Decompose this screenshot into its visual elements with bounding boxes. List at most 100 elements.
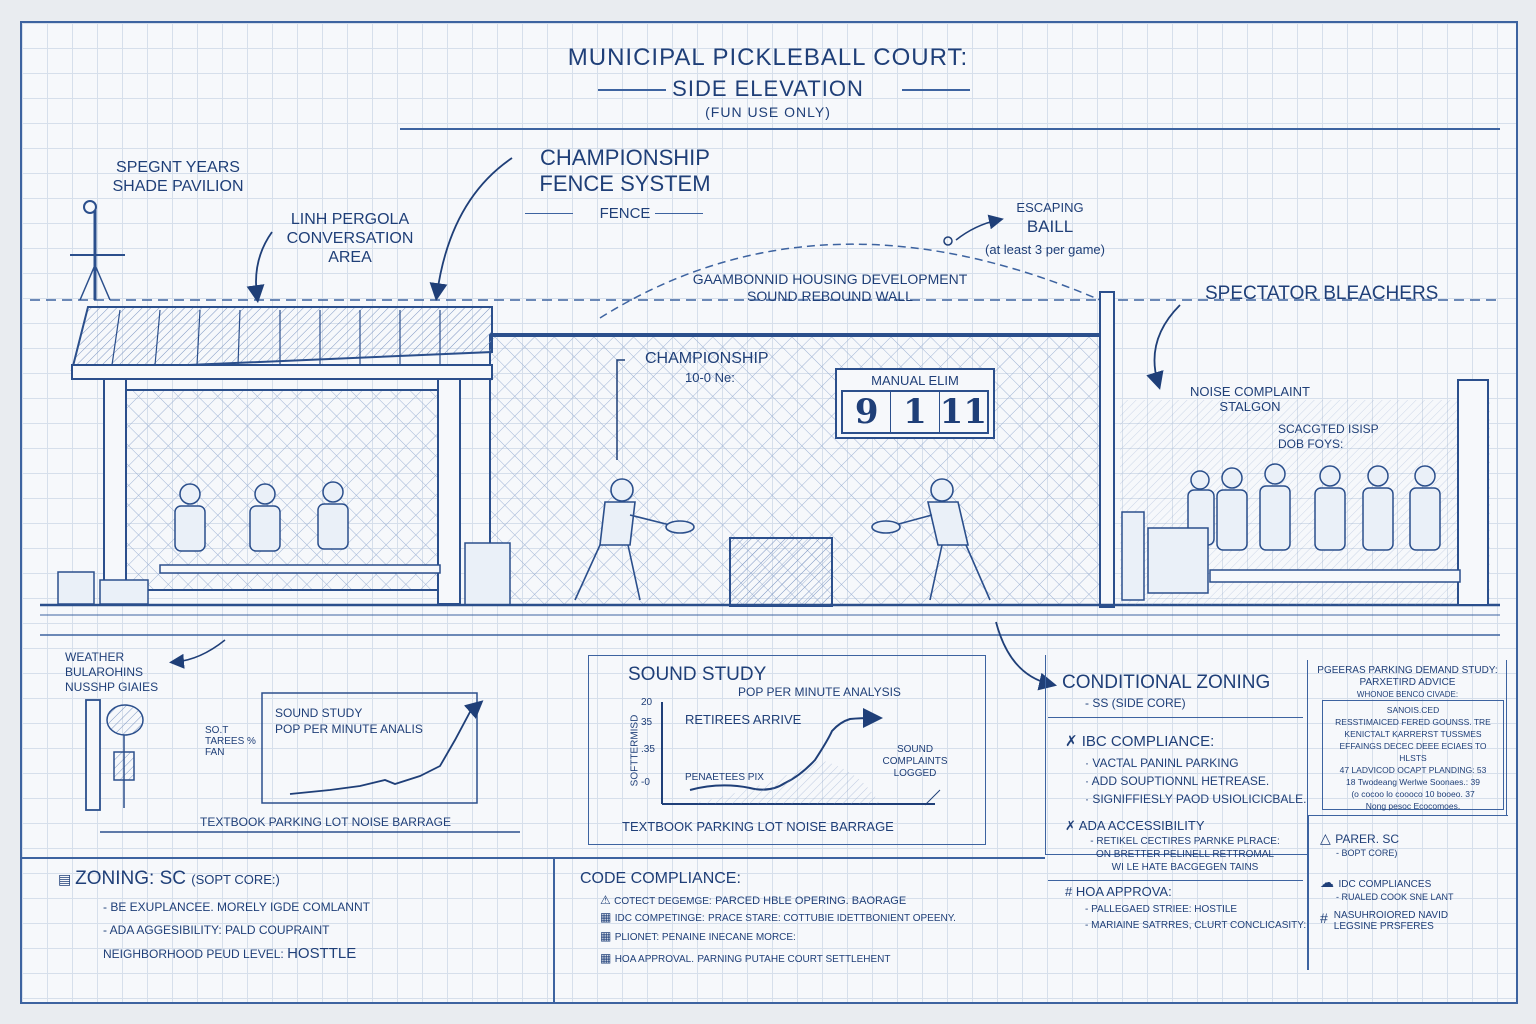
legend-item-sub: - RUALED COOK SNE LANT <box>1336 892 1454 902</box>
zoning-notes-title-note: (SOPT CORE:) <box>191 872 280 887</box>
parking-study-line2: PARXETIRD ADVICE <box>1359 677 1456 688</box>
score-away: 11 <box>939 392 987 432</box>
noise-station-line2: STALGON <box>1219 399 1281 414</box>
ibc-compliance-title: ✗ IBC COMPLIANCE: <box>1065 732 1214 750</box>
legend-item: △ PARER. SC - BOPT CORE) <box>1320 830 1500 858</box>
championship-label: CHAMPIONSHIP <box>645 350 769 367</box>
page-title: MUNICIPAL PICKLEBALL COURT: <box>567 44 969 71</box>
parking-row: SANOIS.CED <box>1386 705 1440 715</box>
weather-label-line1: WEATHER <box>65 650 125 664</box>
conditional-zoning-panel <box>1045 655 1307 855</box>
sound-study-ylabel: SOFTTERMISD <box>629 714 641 787</box>
score-home: 9 <box>843 392 892 432</box>
ibc-item: · SIGNIFFIESLY PAOD USIOLICICBALE. <box>1085 792 1307 806</box>
hoa-item: - MARIAINE SATRRES, CLURT CONCLICASITY: <box>1085 920 1307 931</box>
hoa-item: - PALLEGAED STRIEE: HOSTILE <box>1085 904 1238 915</box>
parking-row: RESSTIMAICED FERED GOUNSS. TRE <box>1335 717 1491 727</box>
ibc-bullet-icon: ✗ <box>1065 733 1082 750</box>
parking-study-line3: WHONOE BENCO CIVADE: <box>1356 690 1459 699</box>
title-rule-left <box>598 89 666 91</box>
bleachers-label: SPECTATOR BLEACHERS <box>1205 283 1439 304</box>
zoning-icon: ▤ <box>58 871 76 887</box>
y-tick-0: -0 <box>641 777 650 788</box>
code-item-text: COTECT DEGEMGE: <box>614 896 712 907</box>
parking-study-title: PGEERAS PARKING DEMAND STUDY: <box>1317 665 1498 676</box>
legend-item: # NASUHROIORED NAVID LEGSINE PRSFERES <box>1320 910 1500 932</box>
hash-icon: # <box>1320 910 1328 926</box>
y-tick-35: 35 <box>641 717 653 728</box>
escaping-ball-label: ESCAPING BAILL <box>990 198 1110 236</box>
legend-item-sub: LEGSINE PRSFERES <box>1333 921 1434 932</box>
grid-icon: ▦ <box>600 929 612 943</box>
parking-row: 47 LADVICOD OCAPT PLANDING: 53 <box>1339 765 1487 775</box>
feud-level: NEIGHBORHOOD PEUD LEVEL: HOSTTLE <box>103 942 370 966</box>
sound-study-title: SOUND STUDY <box>628 664 767 685</box>
ibc-compliance-title-text: IBC COMPLIANCE: <box>1081 733 1215 750</box>
escaping-ball-note: (at least 3 per game) <box>985 242 1105 257</box>
code-compliance-title: CODE COMPLIANCE: <box>580 870 741 887</box>
annotation-sound-complaints-line3: LOGGED <box>893 768 937 779</box>
hoa-bullet-icon: # <box>1065 884 1076 899</box>
sound-study-subtitle: POP PER MINUTE ANALYSIS <box>738 685 901 699</box>
parking-row: EFFAINGS DECEC DEEE ECIAES TO HLSTS <box>1339 741 1487 763</box>
title-rule-right <box>902 89 970 91</box>
hoa-title: # HOA APPROVA: <box>1065 884 1172 899</box>
legend-right: △ PARER. SC - BOPT CORE) ☁ IDC COMPLIANC… <box>1320 830 1500 932</box>
legend-item-title: NASUHROIORED NAVID <box>1333 910 1449 921</box>
code-item-value: PARNING PUTAHE COURT SETTLEHENT <box>697 954 891 965</box>
pergola-label-line1: LINH PERGOLA <box>290 211 410 228</box>
ibc-item-text: ADD SOUPTIONNL HETREASE. <box>1091 774 1270 788</box>
pergola-label-line3: AREA <box>328 249 372 266</box>
scoreboard-label: MANUAL ELIM <box>871 373 959 388</box>
championship-record: 10-0 Ne: <box>685 370 735 385</box>
bottom-divider <box>22 857 1045 859</box>
ada-bullet-icon: ✗ <box>1065 818 1079 833</box>
zoning-notes: ▤ ZONING: SC (SOPT CORE:) - BE EXUPLANCE… <box>58 868 370 966</box>
fence-label: CHAMPIONSHIP FENCE SYSTEM <box>515 145 735 197</box>
parking-study-table: SANOIS.CED RESSTIMAICED FERED GOUNSS. TR… <box>1322 700 1504 811</box>
pergola-label: LINH PERGOLA CONVERSATION AREA <box>270 210 430 267</box>
code-item-text: HOA APPROVAL. <box>614 954 694 965</box>
fence-rule-left <box>525 213 573 214</box>
zoning-note-item: - ADA AGGESIBILITY: PALD COUPRAINT <box>103 923 330 937</box>
parking-row: Nong pesoc Ecocomoes. <box>1365 801 1461 811</box>
parking-row: KENICTALT KARRERST TUSSMES <box>1344 729 1482 739</box>
scoreboard: MANUAL ELIM 9 1 11 <box>835 368 995 439</box>
small-chart-title-line1: SOUND STUDY <box>275 706 363 720</box>
hoa-title-text: HOA APPROVA: <box>1075 884 1172 899</box>
hoa-divider <box>1048 880 1303 881</box>
ibc-item-text: VACTAL PANINL PARKING <box>1092 756 1239 770</box>
ibc-list: · VACTAL PANINL PARKING · ADD SOUPTIONNL… <box>1085 752 1306 810</box>
page-note: (FUN USE ONLY) <box>705 104 831 120</box>
zoning-notes-title-text: ZONING: SC <box>75 868 186 889</box>
y-tick-035: .35 <box>641 744 655 755</box>
escaping-ball-line2: BAILL <box>1026 217 1074 236</box>
annotation-retirees-arrive: RETIREES ARRIVE <box>685 712 802 727</box>
cloud-icon: ☁ <box>1320 874 1334 890</box>
code-item: ▦ IDC COMPETINGE: PRACE STARE: COTTUBIE … <box>600 910 1020 926</box>
ibc-item-text: SIGNIFFIESLY PAOD USIOLICICBALE. <box>1092 792 1307 806</box>
escaping-ball-line1: ESCAPING <box>1016 200 1084 215</box>
grid-icon: ▦ <box>600 910 612 924</box>
weather-label-line3: NUSSHP GIAIES <box>65 680 159 694</box>
pavilion-label-line2: SHADE PAVILION <box>112 178 244 195</box>
small-chart-ylabel: SO.T TAREES % FAN <box>205 725 256 758</box>
weather-label: WEATHER BULAROHINS NUSSHP GIAIES <box>65 650 158 695</box>
code-compliance: CODE COMPLIANCE: ⚠ COTECT DEGEMGE: PARCE… <box>580 870 1020 970</box>
y-tick-20: 20 <box>641 697 653 708</box>
triangle-icon: △ <box>1320 830 1331 846</box>
code-item-text: PLIONET: PENAINE INECANE MORCE: <box>614 932 796 943</box>
small-chart-title: SOUND STUDY POP PER MINUTE ANALIS <box>275 705 423 737</box>
small-chart-caption: TEXTBOOK PARKING LOT NOISE BARRAGE <box>200 815 451 829</box>
annotation-low: PENAETEES PIX <box>685 772 764 783</box>
code-item-value: PARCED HBLE OPERING. BAORAGE <box>715 895 907 907</box>
ada-item: WI LE HATE BACGEGEN TAINS <box>1111 862 1259 873</box>
grid-icon: ▦ <box>600 951 612 965</box>
housing-label-line1: GAAMBONNID HOUSING DEVELOPMENT <box>692 271 968 287</box>
weather-label-line2: BULAROHINS <box>65 665 144 679</box>
code-item-value: PRACE STARE: COTTUBIE IDETTBONIENT OPEEN… <box>708 913 956 924</box>
zoning-notes-title: ▤ ZONING: SC (SOPT CORE:) <box>58 868 370 890</box>
fence-rule-right <box>655 213 703 214</box>
ada-title: ✗ ADA ACCESSIBILITY <box>1065 818 1205 834</box>
